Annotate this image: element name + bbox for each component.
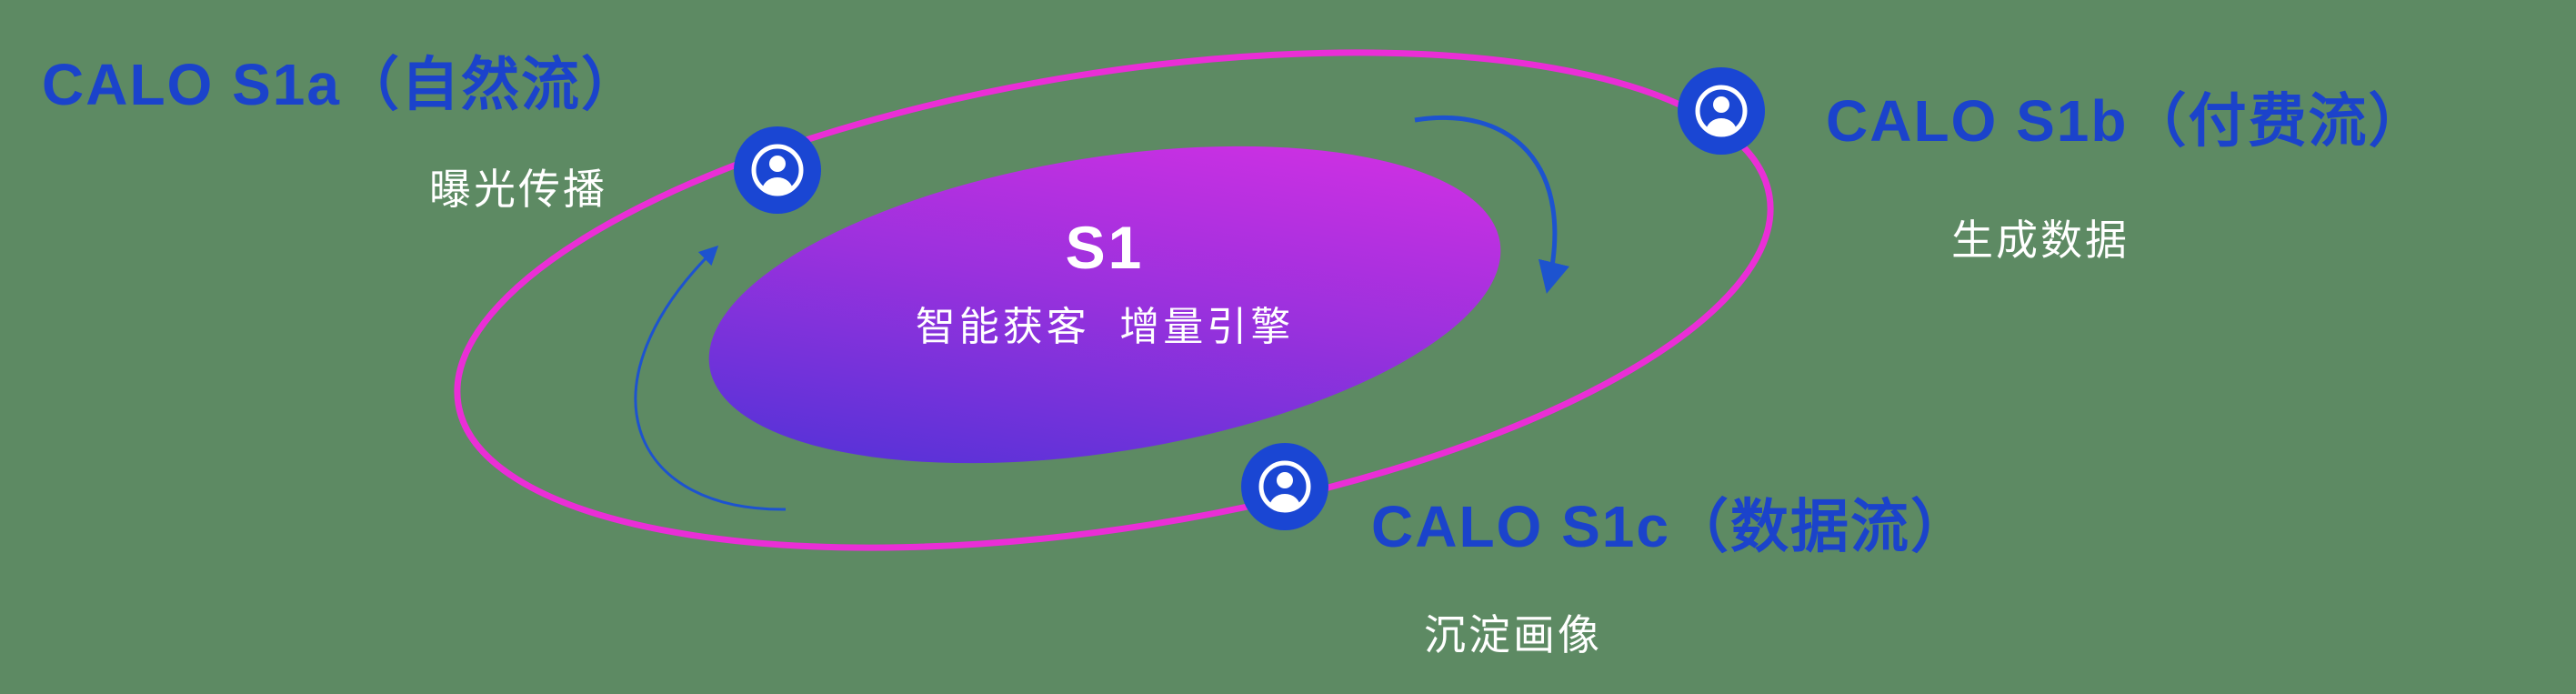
node-s1c xyxy=(1239,441,1330,532)
sublabel-s1c: 沉淀画像 xyxy=(1424,611,1602,659)
sublabel-s1a: 曝光传播 xyxy=(429,166,607,213)
person-icon xyxy=(732,125,823,216)
core-text: S1 智能获客 增量引擎 xyxy=(832,215,1378,352)
core-ellipse xyxy=(708,146,1501,464)
flow-arrow-right xyxy=(1414,115,1569,294)
core-title: S1 xyxy=(1065,214,1145,281)
person-icon xyxy=(1239,441,1330,532)
orbit-ring xyxy=(454,49,1774,551)
label-s1c: CALO S1c（数据流） xyxy=(1371,494,1970,559)
node-s1a xyxy=(732,125,823,216)
label-s1b: CALO S1b（付费流） xyxy=(1826,88,2429,154)
label-s1a: CALO S1a（自然流） xyxy=(42,52,641,117)
flow-arrow-left xyxy=(634,245,787,511)
core-subtitle: 智能获客 增量引擎 xyxy=(915,304,1295,349)
person-icon xyxy=(1676,65,1767,156)
node-s1b xyxy=(1676,65,1767,156)
sublabel-s1b: 生成数据 xyxy=(1951,216,2130,264)
